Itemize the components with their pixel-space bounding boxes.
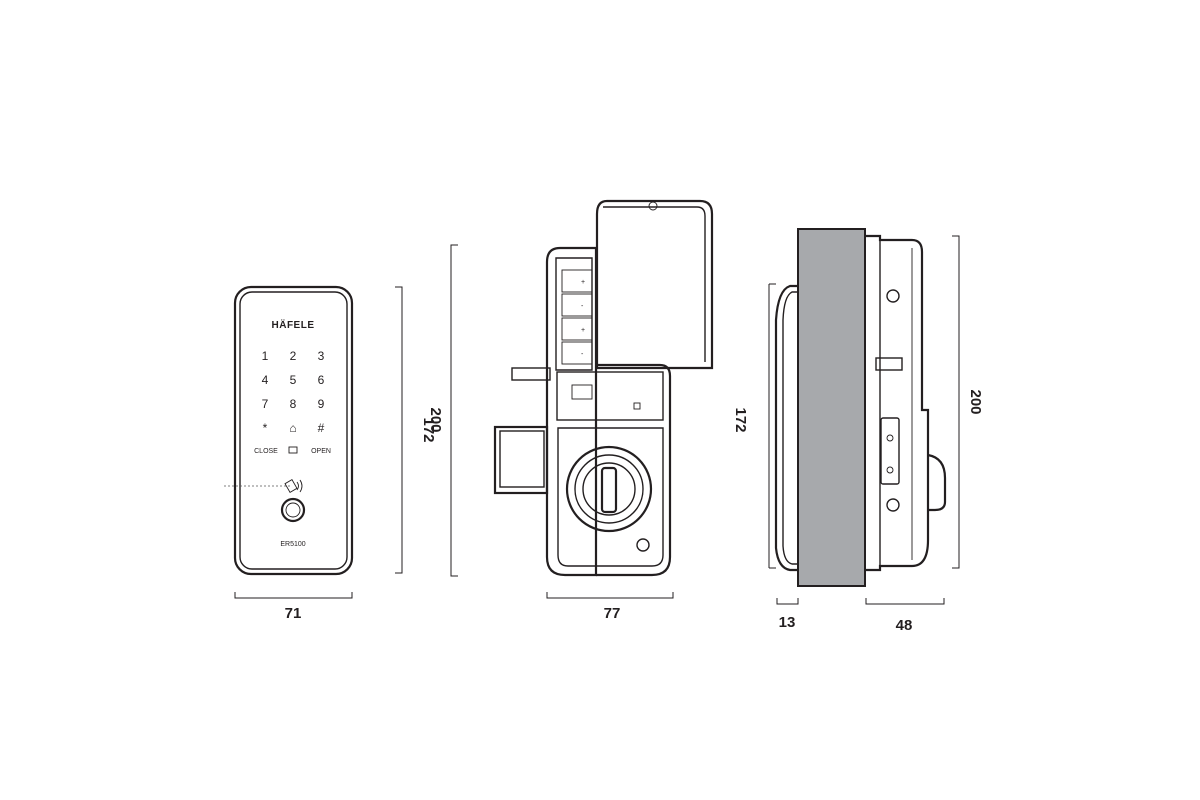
- fingerprint-sensor-icon: [285, 502, 301, 518]
- dim-side-back-line: [865, 598, 945, 605]
- key-5[interactable]: 5: [290, 373, 297, 387]
- side-thumbturn: [927, 453, 947, 512]
- dim-side-right-line: [952, 235, 960, 569]
- card-reader-icon: [284, 479, 303, 493]
- side-key-dot-icon: [886, 434, 894, 442]
- open-label: OPEN: [311, 448, 331, 455]
- mechanism-slot: [571, 384, 593, 400]
- key-star[interactable]: *: [263, 421, 268, 435]
- dim-front-height-inner: 172: [420, 417, 437, 442]
- dim-back-width: 77: [604, 605, 621, 622]
- dim-side-front-line: [776, 598, 799, 605]
- side-screw-bottom-icon: [886, 498, 900, 512]
- keypad: 1 2 3 4 5 6 7 8 9 * ⌂ #: [262, 349, 325, 435]
- model-label: ER5100: [280, 541, 305, 548]
- front-view: HÄFELE 1 2 3 4 5 6 7 8 9 * ⌂ # CLOSE OPE…: [224, 244, 458, 622]
- mechanism-panel: [556, 371, 664, 421]
- lock-bolt: [493, 425, 549, 495]
- latch-tab: [511, 367, 551, 381]
- key-2[interactable]: 2: [290, 349, 297, 363]
- key-6[interactable]: 6: [318, 373, 325, 387]
- key-7[interactable]: 7: [262, 397, 269, 411]
- side-screw-top-icon: [886, 289, 900, 303]
- thumbturn-ring: [574, 454, 644, 524]
- mechanism-pin: [633, 402, 641, 410]
- brand-logo: HÄFELE: [272, 318, 315, 331]
- batteries: + - + -: [561, 269, 593, 365]
- dim-side-back: 48: [896, 617, 913, 634]
- side-key-slot: [880, 417, 900, 485]
- key-9[interactable]: 9: [318, 397, 325, 411]
- key-hash[interactable]: #: [318, 421, 325, 435]
- dim-back-width-line: [546, 592, 674, 599]
- battery-cover-open: [595, 199, 714, 370]
- front-outer-body: [233, 285, 354, 576]
- battery-plus-icon: +: [581, 327, 585, 334]
- back-view: + - + - 77: [493, 199, 714, 622]
- battery-icon: [288, 446, 298, 454]
- side-view: 172 200 13 48: [732, 228, 984, 634]
- dim-front-height-outer-line: [450, 244, 458, 577]
- dim-side-left-line: [768, 283, 776, 569]
- fingerprint-button[interactable]: [280, 497, 306, 523]
- side-key-dot-icon: [886, 466, 894, 474]
- key-home-icon[interactable]: ⌂: [289, 421, 296, 435]
- key-1[interactable]: 1: [262, 349, 269, 363]
- close-label: CLOSE: [254, 448, 278, 455]
- battery-minus-icon: -: [581, 303, 584, 310]
- lock-bolt-inner: [499, 430, 545, 488]
- dim-side-right: 200: [967, 389, 984, 414]
- key-override-icon: [636, 538, 650, 552]
- key-8[interactable]: 8: [290, 397, 297, 411]
- battery-plus-icon: +: [581, 279, 585, 286]
- dim-front-width: 71: [285, 605, 302, 622]
- thumbturn-inner: [582, 462, 636, 516]
- thumbturn-outer: [565, 445, 653, 533]
- battery-compartment: [555, 257, 593, 371]
- dim-front-height-inner-line: [395, 286, 403, 574]
- battery-minus-icon: -: [581, 351, 584, 358]
- dim-side-front: 13: [779, 614, 796, 631]
- dim-side-left: 172: [732, 407, 749, 432]
- dim-front-height-outer: 200: [427, 407, 444, 432]
- side-latch: [875, 357, 903, 371]
- dim-front-width-line: [234, 592, 353, 599]
- back-body-right: [596, 363, 672, 577]
- door-section: [797, 228, 866, 587]
- key-4[interactable]: 4: [262, 373, 269, 387]
- thumbturn-plate: [557, 427, 664, 567]
- battery-cover-rim: [603, 206, 706, 362]
- side-front-unit: [774, 284, 798, 572]
- back-housing: [545, 246, 598, 577]
- cover-screw-icon: [648, 201, 658, 211]
- key-3[interactable]: 3: [318, 349, 325, 363]
- front-inner-panel: [239, 291, 348, 570]
- thumbturn-knob[interactable]: [600, 466, 618, 514]
- side-front-unit-inner: [782, 291, 798, 565]
- side-back-unit: [865, 234, 930, 572]
